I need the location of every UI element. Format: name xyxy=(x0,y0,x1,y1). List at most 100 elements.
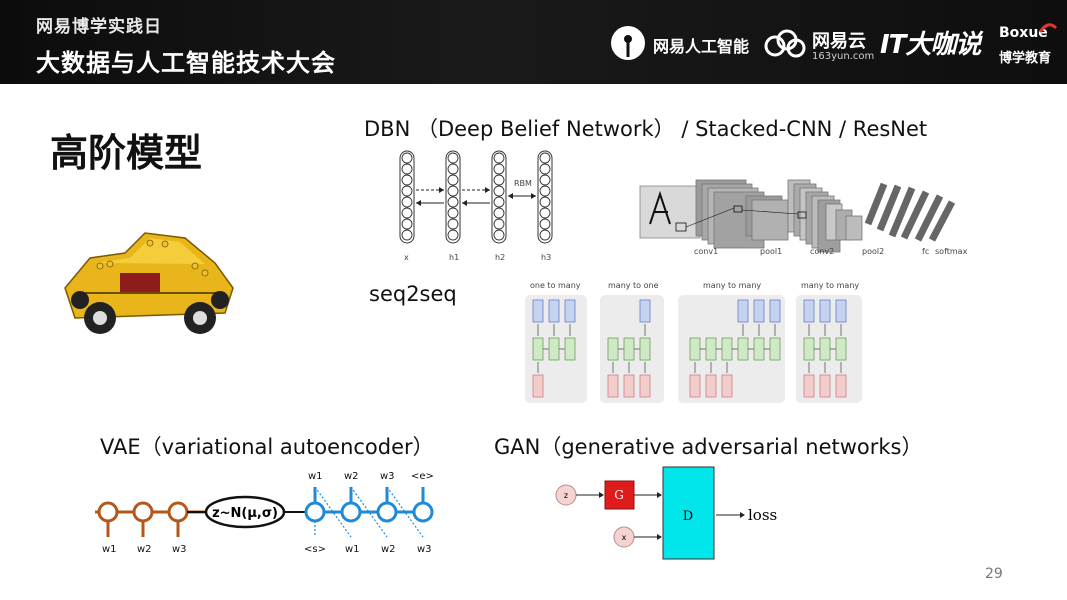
dbn-node xyxy=(539,174,551,186)
gan-d-label: D xyxy=(683,509,693,524)
gan-caption: GAN（generative adversarial networks） xyxy=(494,435,923,459)
seq-output-cell xyxy=(819,299,831,323)
seq-input-cell xyxy=(623,374,635,398)
seq-input-cell xyxy=(532,374,544,398)
dbn-node xyxy=(447,174,459,186)
gan-z-label: z xyxy=(564,491,568,500)
seq-input-cell xyxy=(819,374,831,398)
gan-loss-label: loss xyxy=(748,506,777,524)
dbn-caption: DBN （Deep Belief Network） / Stacked-CNN … xyxy=(364,117,928,141)
dbn-diagram: RBM x h1 h2 h3 xyxy=(399,150,553,262)
dbn-node xyxy=(401,196,413,208)
dbn-node xyxy=(539,207,551,219)
dbn-node xyxy=(539,229,551,241)
seq-output-cell xyxy=(564,299,576,323)
dbn-node xyxy=(493,207,505,219)
seq-input-cell xyxy=(721,374,733,398)
dbn-node xyxy=(447,152,459,164)
cloud-logo-icon xyxy=(764,29,806,58)
dbn-node xyxy=(493,196,505,208)
gan-diagram: z G x D loss xyxy=(555,466,777,560)
dbn-node xyxy=(493,218,505,230)
seq-hidden-cell xyxy=(548,337,560,361)
gan-g-label: G xyxy=(614,488,624,502)
dbn-node xyxy=(539,218,551,230)
seq-hidden-cell xyxy=(689,337,701,361)
vae-output-bottom-w1: w1 xyxy=(345,544,360,555)
boxue-logo-text: Boxue xyxy=(999,25,1048,41)
cnn-label-fc: fc xyxy=(922,247,929,256)
seq-hidden-cell xyxy=(705,337,717,361)
seq-panel-many-to-one: many to one xyxy=(608,281,659,290)
seq-hidden-cell xyxy=(819,337,831,361)
dbn-node xyxy=(401,218,413,230)
seq-output-cell xyxy=(548,299,560,323)
vae-diagram: z~N(μ,σ) w1 w2 w3 w1 w2 w3 <e> <s> w1 w2… xyxy=(95,471,434,555)
dbn-layer-h1: h1 xyxy=(449,253,459,262)
seq-hidden-cell xyxy=(753,337,765,361)
seq-input-cell xyxy=(607,374,619,398)
dbn-node xyxy=(447,163,459,175)
gan-x-label: x xyxy=(622,533,627,542)
lego-car-image xyxy=(64,232,234,334)
page-title: 高阶模型 xyxy=(50,131,203,175)
cnn-label-softmax: softmax xyxy=(935,247,968,256)
header-bar: 网易博学实践日 大数据与人工智能技术大会 网易人工智能 网易云 163yun.c… xyxy=(0,0,1067,84)
dbn-rbm-label: RBM xyxy=(514,179,532,188)
vae-output-bottom-s: <s> xyxy=(304,544,326,555)
seq-output-cell xyxy=(769,299,781,323)
seq-input-cell xyxy=(803,374,815,398)
seq-hidden-cell xyxy=(721,337,733,361)
dbn-node xyxy=(493,174,505,186)
vae-input-w2: w2 xyxy=(137,544,152,555)
dbn-layer-h2: h2 xyxy=(495,253,505,262)
vae-output-bottom-w2: w2 xyxy=(381,544,396,555)
vae-output-top-w1: w1 xyxy=(308,471,323,482)
seq-hidden-cell xyxy=(639,337,651,361)
seq-panel-many-to-many-2: many to many xyxy=(801,281,859,290)
seq-input-cell xyxy=(689,374,701,398)
seq2seq-diagram: one to many many to one many to many man… xyxy=(525,281,862,403)
cnn-label-conv1: conv1 xyxy=(694,247,718,256)
dbn-node xyxy=(539,185,551,197)
dbn-node xyxy=(401,152,413,164)
cloud-logo-subtext: 163yun.com xyxy=(812,51,875,62)
seq-input-cell xyxy=(835,374,847,398)
seq-hidden-cell xyxy=(564,337,576,361)
vae-input-w3: w3 xyxy=(172,544,187,555)
vae-input-w1: w1 xyxy=(102,544,117,555)
cnn-diagram: conv1 pool1 conv2 pool2 fc softmax xyxy=(639,179,968,256)
dbn-node xyxy=(401,185,413,197)
seq-output-cell xyxy=(639,299,651,323)
header-line1: 网易博学实践日 xyxy=(36,17,162,37)
seq-input-cell xyxy=(639,374,651,398)
dbn-node xyxy=(539,163,551,175)
dbn-node xyxy=(493,152,505,164)
dbn-node xyxy=(539,196,551,208)
seq-panel-one-to-many: one to many xyxy=(530,281,581,290)
dbn-node xyxy=(447,207,459,219)
seq-output-cell xyxy=(737,299,749,323)
page-number: 29 xyxy=(985,566,1003,582)
seq-output-cell xyxy=(753,299,765,323)
seq2seq-caption: seq2seq xyxy=(369,282,457,306)
dbn-node xyxy=(401,207,413,219)
seq-hidden-cell xyxy=(737,337,749,361)
header-line2: 大数据与人工智能技术大会 xyxy=(36,49,336,77)
dbn-node xyxy=(401,174,413,186)
cnn-label-pool1: pool1 xyxy=(760,247,782,256)
seq-hidden-cell xyxy=(835,337,847,361)
seq-hidden-cell xyxy=(607,337,619,361)
vae-caption: VAE（variational autoencoder） xyxy=(100,435,434,459)
vae-output-bottom-w3: w3 xyxy=(417,544,432,555)
seq-output-cell xyxy=(835,299,847,323)
dbn-node xyxy=(493,229,505,241)
seq-hidden-cell xyxy=(769,337,781,361)
dbn-layer-h3: h3 xyxy=(541,253,551,262)
ai-logo-icon xyxy=(611,26,645,60)
boxue-logo-icon xyxy=(1038,23,1058,33)
cnn-label-conv2: conv2 xyxy=(810,247,834,256)
cnn-label-pool2: pool2 xyxy=(862,247,884,256)
vae-output-top-w3: w3 xyxy=(380,471,395,482)
seq-output-cell xyxy=(803,299,815,323)
